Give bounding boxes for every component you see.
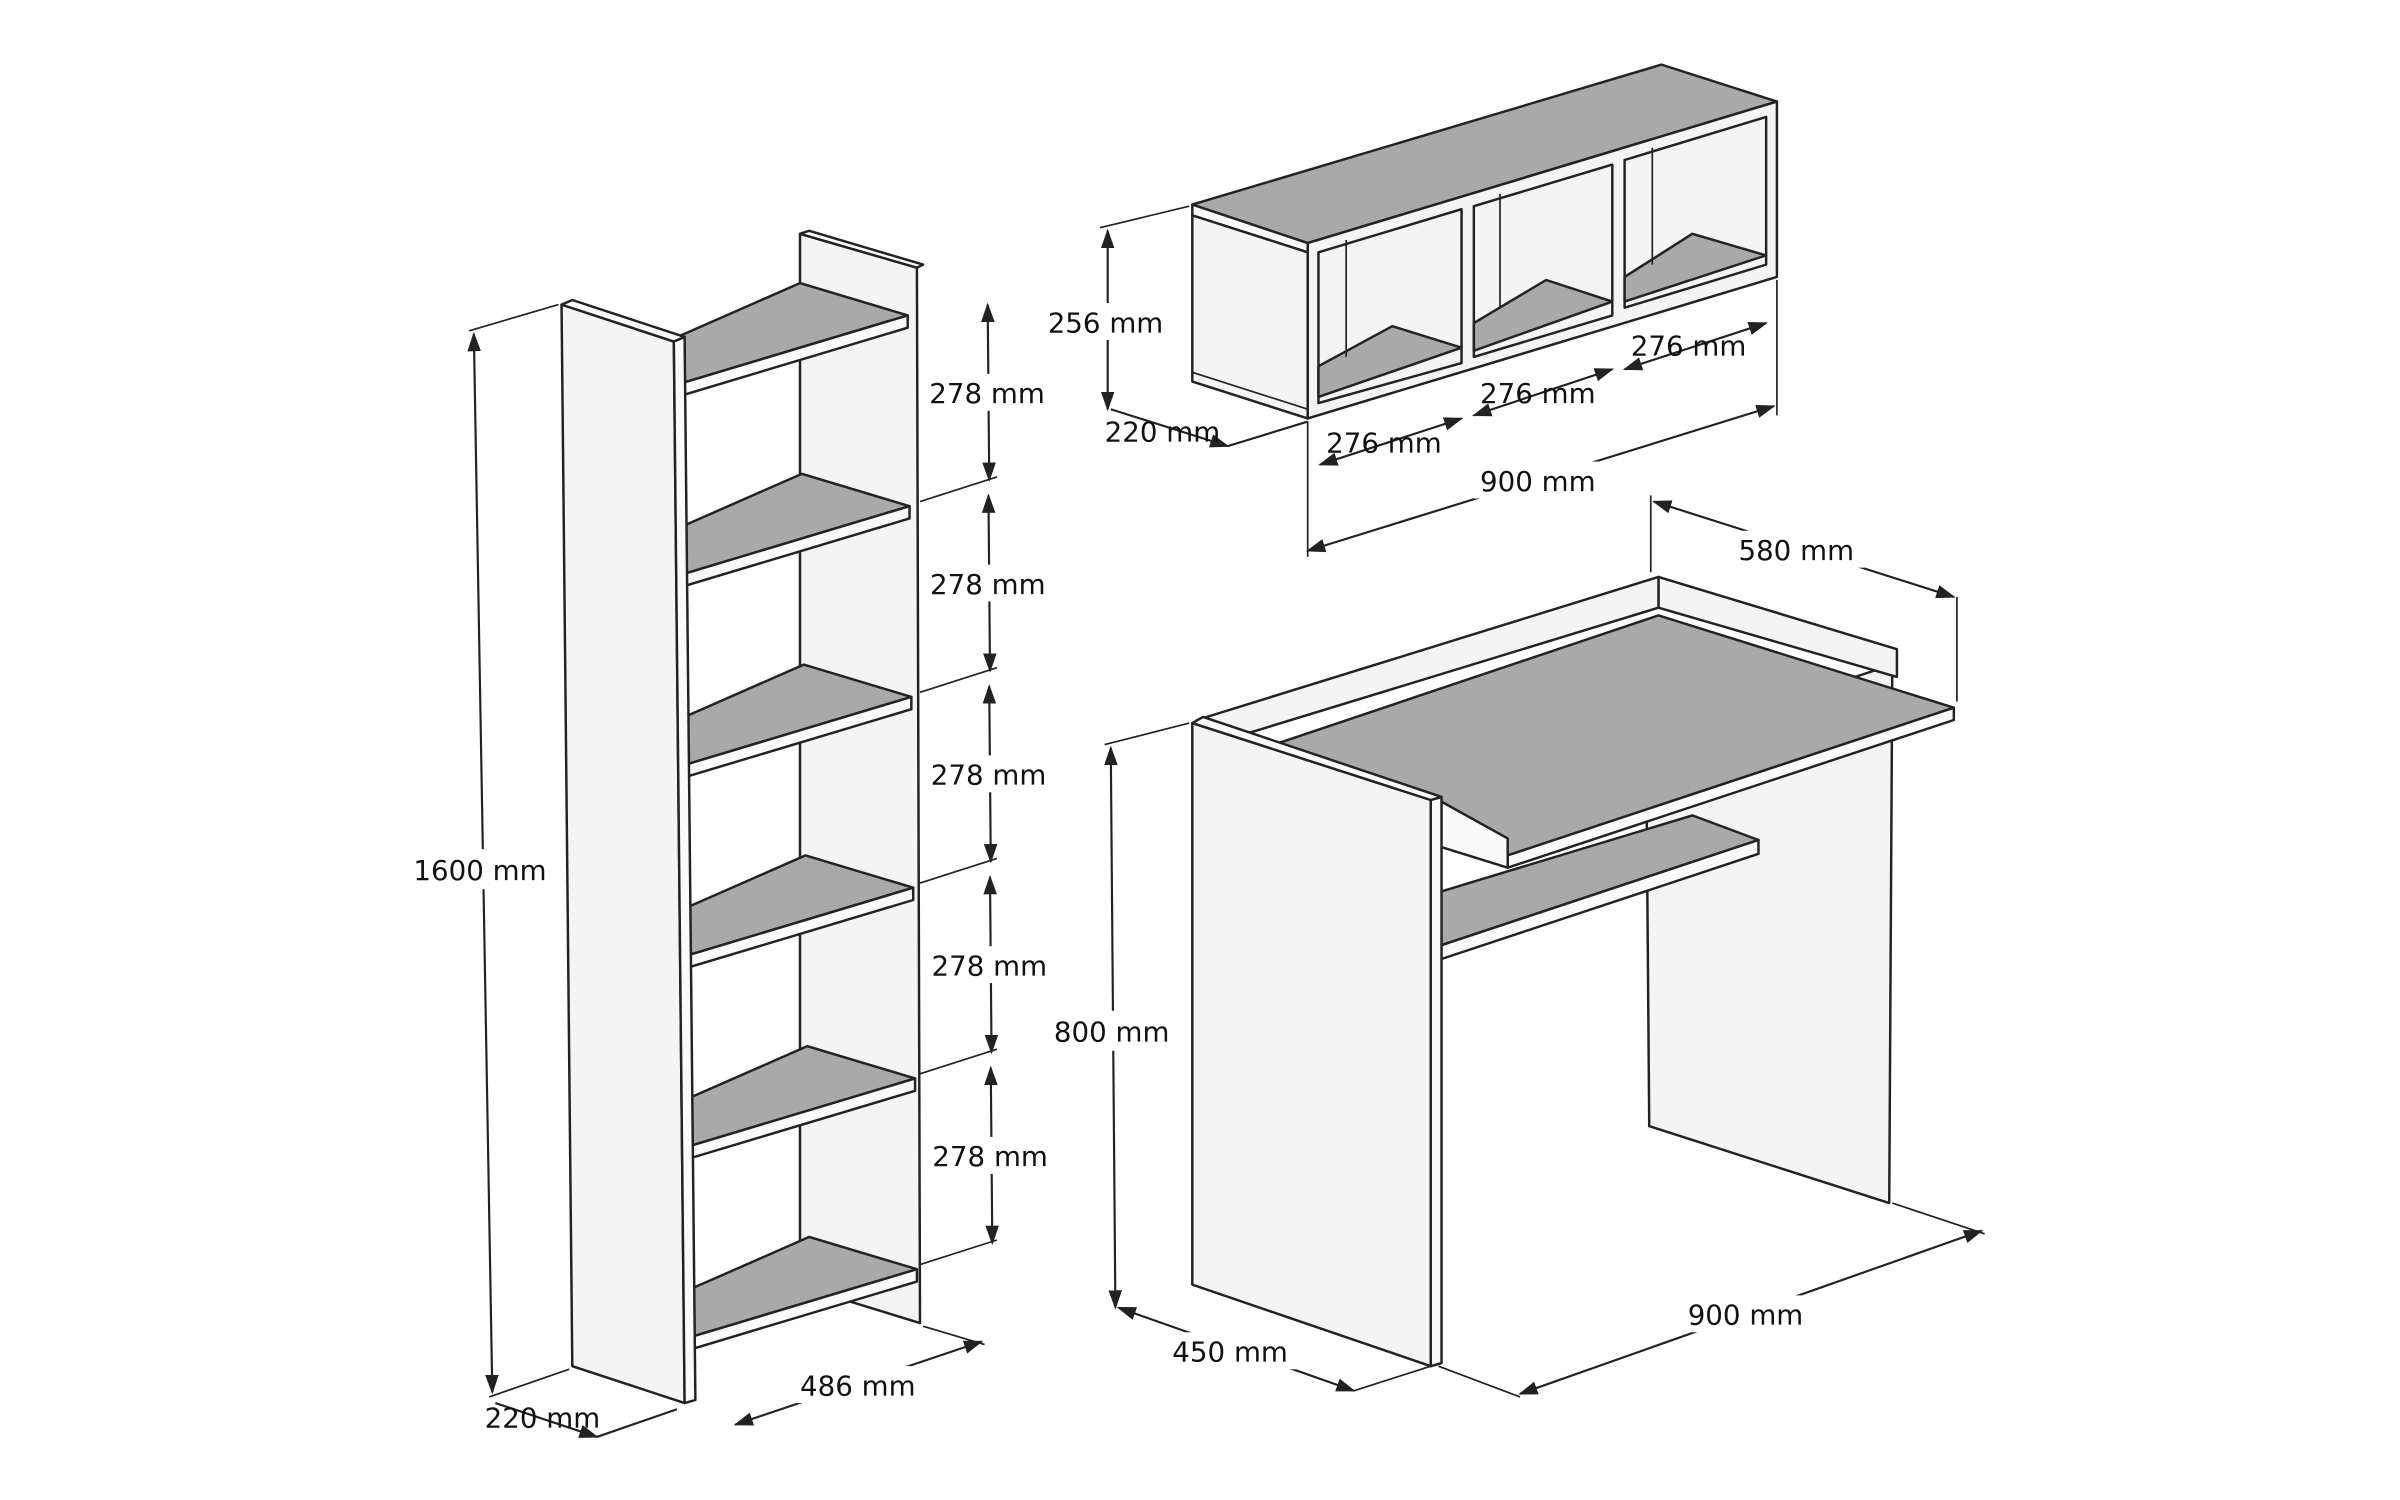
shelf-spacing-label: 278 mm (932, 1140, 1048, 1173)
bookcase-right-panel-edge (798, 229, 925, 269)
compartment-3-label: 276 mm (1631, 329, 1747, 362)
bookcase-left-panel-top (560, 298, 686, 343)
depth-dimension-line (495, 1402, 599, 1438)
label-bg (926, 373, 1044, 411)
wall-shelf-left-end (1191, 214, 1309, 420)
extension-line (468, 303, 559, 332)
compartment-3-dimension-line (1622, 322, 1768, 371)
extension-line (919, 666, 998, 694)
depth-dimension-line (1227, 420, 1309, 448)
desk-upper-depth-label: 580 mm (1738, 534, 1854, 567)
compartment-1-floor (1317, 324, 1463, 399)
shelf-spacing-dimension: 278 mm (919, 1065, 1048, 1266)
bookcase-width-label: 486 mm (800, 1369, 916, 1402)
label-bg (412, 849, 548, 890)
wall-shelf-depth-label: 220 mm (1105, 416, 1221, 449)
label-bg (1169, 1332, 1299, 1370)
extension-line (1099, 205, 1190, 229)
shelf-spacing-dimension: 278 mm (919, 684, 1047, 884)
bookcase-depth-label: 220 mm (485, 1402, 601, 1435)
compartment-2-label: 276 mm (1480, 377, 1596, 410)
wall-shelf-width-label: 900 mm (1480, 465, 1596, 498)
extension-line (919, 1239, 998, 1266)
bookcase-right-panel (798, 232, 922, 1325)
compartment-2-floor (1472, 278, 1614, 352)
extension-line (1353, 1365, 1432, 1392)
shelf-spacing-label: 278 mm (932, 949, 1048, 982)
label-bg (792, 1366, 916, 1404)
shelf-spacing-dimension: 278 mm (919, 874, 1048, 1075)
compartment-3-floor (1623, 232, 1768, 303)
depth-dimension-line (1110, 408, 1230, 448)
desk-dimensions: 800 mm 450 mm 900 mm 580 mm (1050, 495, 1985, 1398)
shelf-spacing-dimensions: 278 mm 278 mm 278 mm 278 mm 278 mm (919, 302, 1048, 1266)
desk-width-label: 900 mm (1688, 1299, 1804, 1332)
extension-line (1892, 1202, 1985, 1235)
extension-line (919, 476, 998, 503)
extension-line (1438, 1365, 1521, 1398)
desk-left-leg-top (1191, 715, 1443, 802)
desk-left-leg (1191, 721, 1433, 1368)
label-bg (1683, 1295, 1813, 1333)
edge-line (1192, 371, 1308, 411)
shelf-spacing-dimension: 278 mm (919, 302, 1045, 503)
compartment-2-dimension-line (1472, 368, 1615, 417)
shelf-spacing-label: 278 mm (929, 377, 1045, 410)
label-bg (926, 1136, 1044, 1174)
label-bg (926, 564, 1044, 602)
label-bg (1050, 1010, 1180, 1051)
bookcase-right-edge (916, 267, 921, 1324)
depth-dimension-line (596, 1408, 678, 1438)
label-bg (1046, 303, 1173, 340)
bookcase-height-label: 1600 mm (413, 854, 546, 887)
desk-left-leg-edge (1429, 795, 1443, 1368)
desk-depth-label: 450 mm (1172, 1336, 1288, 1369)
shelf-spacing-label: 278 mm (930, 568, 1046, 601)
shelf-spacing-dimension: 278 mm (919, 493, 1046, 694)
extension-line (919, 1048, 998, 1075)
label-bg (1732, 530, 1865, 568)
wall-shelf-height-label: 256 mm (1048, 306, 1164, 339)
extension-line (922, 1325, 985, 1346)
extension-line (1104, 722, 1190, 746)
extension-line (488, 1368, 570, 1398)
desk-height-label: 800 mm (1054, 1016, 1170, 1049)
bookcase (560, 229, 925, 1405)
desk (1191, 575, 1956, 1368)
wall-shelf (1191, 63, 1779, 420)
shelf-spacing-label: 278 mm (931, 759, 1047, 792)
bookcase-shelf (678, 854, 915, 971)
compartment-1-dimension-line (1318, 417, 1464, 466)
bookcase-left-panel (560, 303, 686, 1405)
label-bg (1473, 461, 1607, 499)
extension-line (919, 857, 998, 884)
wall-shelf-dimensions: 256 mm 220 mm 900 mm 276 mm 276 mm 276 m… (1046, 205, 1778, 557)
compartment-1-label: 276 mm (1326, 426, 1442, 459)
label-bg (926, 946, 1044, 984)
bookcase-shelf (672, 281, 909, 399)
label-bg (926, 755, 1044, 793)
